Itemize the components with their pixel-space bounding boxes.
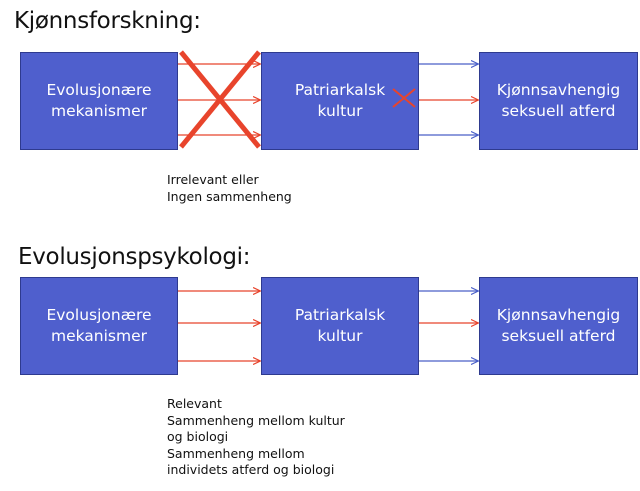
box-patriarkalsk-kultur-2: Patriarkalsk kultur: [261, 277, 419, 375]
section-title-kjonnsforskning: Kjønnsforskning:: [14, 8, 201, 34]
note-line: Sammenheng mellom kultur: [167, 412, 345, 428]
box-label-line: Kjønnsavhengig: [496, 81, 621, 99]
box-kjonnsavhengig-atferd-1: Kjønnsavhengig seksuell atferd: [479, 52, 638, 150]
box-label-line: kultur: [317, 327, 363, 345]
note-line: Irrelevant eller: [167, 172, 259, 187]
note-relevant: Relevant Sammenheng mellom kultur og bio…: [167, 396, 345, 479]
note-line: Ingen sammenheng: [167, 188, 292, 204]
box-label-line: kultur: [317, 102, 363, 120]
box-label-line: mekanismer: [50, 102, 148, 120]
box-patriarkalsk-kultur-1: Patriarkalsk kultur: [261, 52, 419, 150]
box-label-line: Kjønnsavhengig: [496, 306, 621, 324]
cross-icon: [179, 50, 261, 149]
box-label-line: Evolusjonære: [46, 81, 152, 99]
small-cross-icon: [392, 88, 416, 108]
section-title-evolusjonspsykologi: Evolusjonspsykologi:: [18, 244, 251, 270]
note-irrelevant: Irrelevant eller Ingen sammenheng: [167, 172, 292, 205]
box-label-line: seksuell atferd: [501, 102, 616, 120]
box-kjonnsavhengig-atferd-2: Kjønnsavhengig seksuell atferd: [479, 277, 638, 375]
note-line: og biologi: [167, 429, 229, 444]
note-line: individets atferd og biologi: [167, 462, 335, 477]
box-label-line: Evolusjonære: [46, 306, 152, 324]
box-label-line: seksuell atferd: [501, 327, 616, 345]
box-label-line: Patriarkalsk: [294, 81, 386, 99]
box-label-line: Patriarkalsk: [294, 306, 386, 324]
note-line: Relevant: [167, 396, 222, 411]
note-line: Sammenheng mellom: [167, 445, 305, 461]
box-evolusjonaere-mekanismer-1: Evolusjonære mekanismer: [20, 52, 178, 150]
box-evolusjonaere-mekanismer-2: Evolusjonære mekanismer: [20, 277, 178, 375]
box-label-line: mekanismer: [50, 327, 148, 345]
